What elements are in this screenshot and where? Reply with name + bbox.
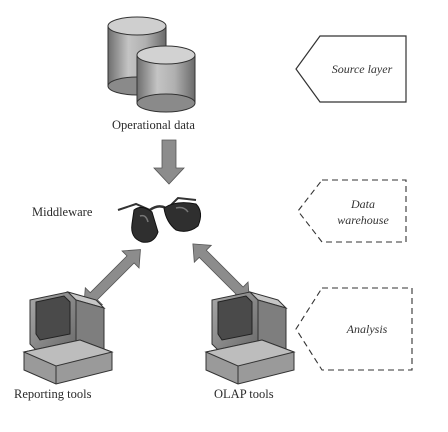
operational-data-label: Operational data — [112, 118, 195, 132]
computer-icon-reporting — [22, 290, 114, 385]
right-double-arrow — [192, 243, 250, 301]
database-cylinder-front — [136, 45, 196, 113]
data-warehouse-layer-shape — [297, 179, 407, 243]
source-layer-shape — [295, 35, 407, 103]
source-layer-label: Source layer — [331, 62, 393, 76]
analysis-layer-label: Analysis — [346, 322, 388, 336]
computer-icon-olap — [204, 290, 296, 385]
down-arrow — [153, 139, 185, 185]
data-warehouse-label-line2: warehouse — [337, 213, 389, 227]
analysis-layer-shape — [295, 287, 413, 371]
database-icon — [107, 16, 196, 113]
glasses-icon — [117, 196, 202, 243]
reporting-tools-label: Reporting tools — [14, 387, 92, 401]
middleware-label: Middleware — [32, 205, 93, 219]
data-warehouse-label-line1: Data — [351, 197, 375, 211]
olap-tools-label: OLAP tools — [214, 387, 274, 401]
